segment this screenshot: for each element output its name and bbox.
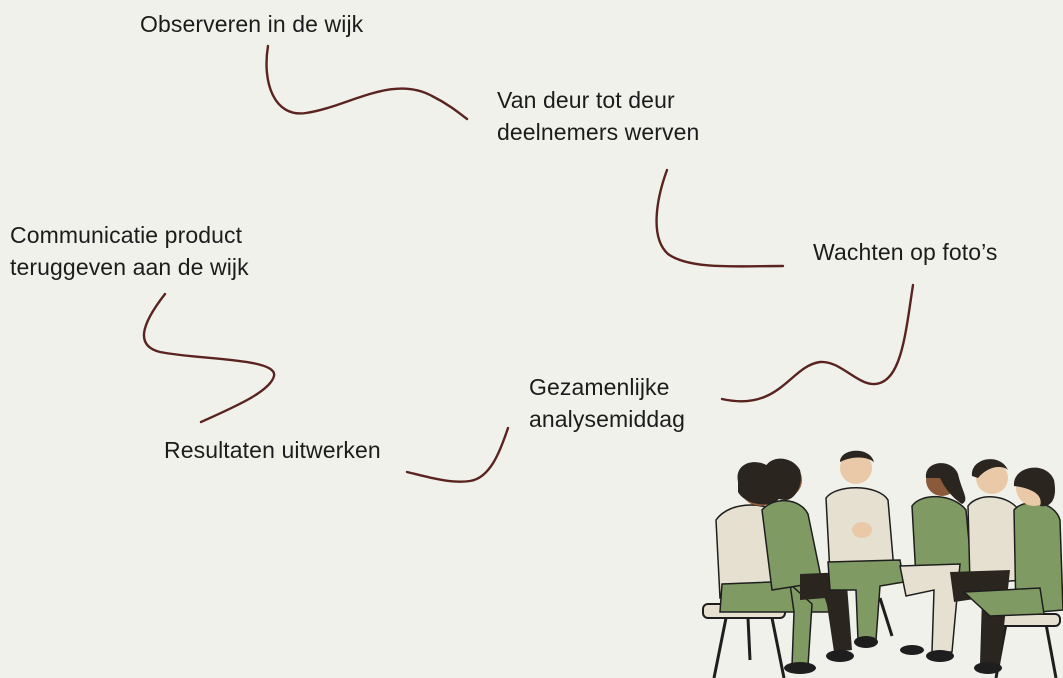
stool-right [994,623,1058,678]
connector-resultaten-communicatie [142,292,276,424]
step-werven-line-2: deelnemers werven [497,119,700,145]
person-2 [761,458,854,662]
connector-werven-wachten [655,168,785,268]
step-resultaten-uitwerken: Resultaten uitwerken [164,434,381,466]
connector-wachten-analyse [720,283,915,403]
person-6 [962,467,1063,617]
step-communicatie-line-1: Communicatie product [10,222,243,248]
connector-analyse-resultaten [405,426,510,483]
step-observeren-line-1: Observeren in de wijk [140,11,364,37]
step-analyse-line-2: analysemiddag [529,406,686,432]
step-analyse-line-1: Gezamenlijke [529,374,670,400]
person-3 [825,450,905,648]
step-communicatie-product: Communicatie product teruggeven aan de w… [10,219,249,283]
person-4 [899,463,973,662]
step-wachten-line-1: Wachten op foto’s [813,239,998,265]
step-communicatie-line-2: teruggeven aan de wijk [10,254,249,280]
step-werven-line-1: Van deur tot deur [497,87,675,113]
step-analysemiddag: Gezamenlijke analysemiddag [529,371,685,435]
step-observeren: Observeren in de wijk [140,8,363,40]
step-resultaten-line-1: Resultaten uitwerken [164,437,381,463]
step-wachten-op-fotos: Wachten op foto’s [813,236,998,268]
connector-observeren-werven [265,44,469,121]
step-deelnemers-werven: Van deur tot deur deelnemers werven [497,84,699,148]
stool-left [712,617,786,678]
